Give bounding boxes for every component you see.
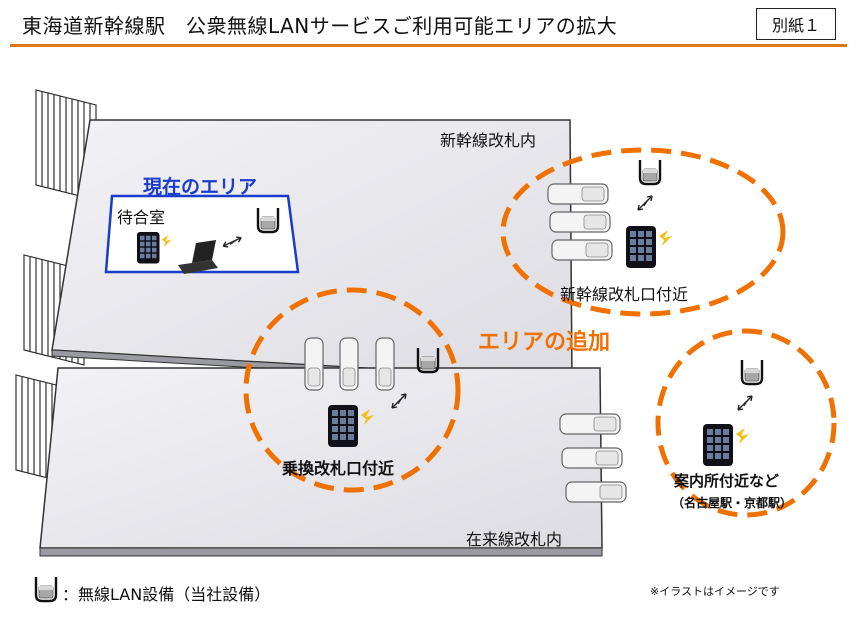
- shinkansen-wifi-ap-icon: [638, 158, 662, 186]
- transfer-gate-area-circle: [243, 287, 461, 493]
- transfer-gate-area-label: 乗換改札口付近: [282, 459, 395, 478]
- conventional-gates-label: 在来線改札内: [466, 530, 563, 549]
- shinkansen-gates-label: 新幹線改札内: [440, 131, 537, 150]
- laptop-icon: [178, 240, 218, 274]
- added-area-label: エリアの追加: [478, 330, 611, 355]
- info-desk-phone-icon: [703, 424, 749, 466]
- info-desk-signal-icon: [737, 395, 753, 411]
- shinkansen-ticket-gates: [547, 183, 613, 261]
- waiting-room-label: 待合室: [117, 208, 166, 227]
- shinkansen-phone-icon: [626, 226, 672, 268]
- info-desk-wifi-ap-icon: [740, 358, 764, 386]
- legend-wifi-ap-icon: [34, 575, 58, 603]
- shinkansen-gate-area-label: 新幹線改札口付近: [560, 285, 689, 304]
- attachment-label: 別紙１: [756, 8, 836, 40]
- info-desk-examples-label: （名古屋駅・京都駅）: [672, 496, 793, 510]
- info-desk-area-circle: [655, 328, 837, 518]
- current-area-heading: 現在のエリア: [143, 176, 258, 198]
- legend-label: ：無線LAN設備（当社設備）: [62, 585, 271, 604]
- title-underline: [10, 44, 847, 47]
- shinkansen-signal-icon: [637, 195, 653, 211]
- shinkansen-gate-area-circle: [500, 147, 786, 317]
- info-desk-area-label: 案内所付近など: [674, 472, 780, 490]
- transfer-ticket-gates: [304, 337, 395, 391]
- page-title: 東海道新幹線駅 公衆無線LANサービスご利用可能エリアの拡大: [22, 14, 618, 38]
- illustration-note: ※イラストはイメージです: [650, 585, 780, 598]
- conventional-ticket-gates: [559, 413, 627, 503]
